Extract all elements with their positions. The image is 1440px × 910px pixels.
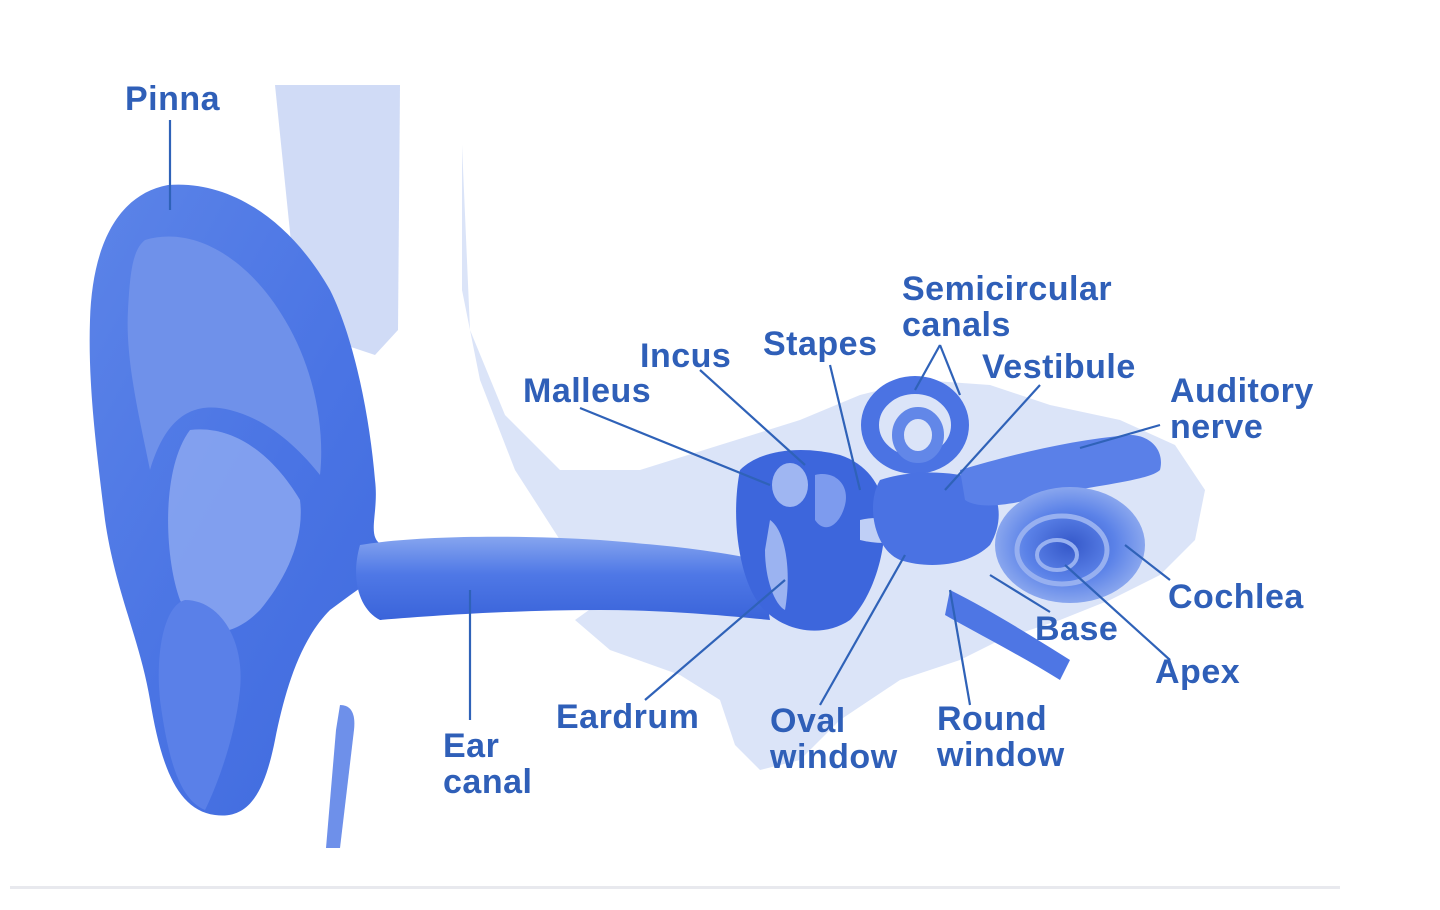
leader-semicircular-a: [914, 344, 941, 391]
label-apex: Apex: [1155, 653, 1240, 691]
label-oval-window-line1: Oval: [770, 702, 846, 740]
label-base: Base: [1035, 610, 1118, 648]
malleus-bone: [772, 463, 808, 507]
leader-cochlea: [1124, 544, 1171, 581]
leader-base: [989, 574, 1051, 613]
eardrum-shape: [765, 520, 788, 610]
label-stapes: Stapes: [763, 325, 878, 363]
leader-lines: [168, 120, 1171, 720]
label-eardrum: Eardrum: [556, 698, 699, 736]
semicircular-canal-inner: [892, 407, 944, 463]
leader-semicircular-b: [938, 344, 962, 396]
leader-apex: [1064, 564, 1171, 661]
label-round-window-line1: Round: [937, 700, 1047, 738]
label-pinna: Pinna: [125, 80, 221, 118]
label-round-window-line2: window: [936, 736, 1065, 774]
earlobe: [158, 600, 241, 810]
leader-auditory: [1079, 423, 1161, 450]
label-malleus: Malleus: [523, 372, 651, 410]
incus-bone: [815, 474, 846, 528]
label-cochlea: Cochlea: [1168, 578, 1304, 616]
leader-malleus: [579, 406, 771, 487]
auditory-nerve-shape: [960, 435, 1161, 506]
labels: Pinna Semicircular canals Incus Stapes V…: [125, 80, 1314, 801]
pinna-inner-fold: [127, 236, 322, 475]
leader-oval-window: [819, 554, 906, 706]
ear-canal-shape: [356, 536, 770, 620]
leader-eardrum: [644, 579, 786, 701]
neck-strip: [326, 705, 355, 848]
label-auditory-nerve-line2: nerve: [1170, 408, 1263, 446]
label-ear-canal-line2: canal: [443, 763, 532, 801]
label-incus: Incus: [640, 337, 731, 375]
bottom-divider: [10, 886, 1340, 889]
label-auditory-nerve-line1: Auditory: [1170, 372, 1314, 410]
label-vestibule: Vestibule: [982, 348, 1136, 386]
cochlea-turn: [1014, 513, 1110, 587]
leader-round-window: [948, 589, 972, 706]
eustachian-tube: [945, 590, 1070, 680]
label-semicircular-canals-line1: Semicircular: [902, 270, 1112, 308]
leader-stapes: [828, 364, 862, 491]
label-oval-window-line2: window: [769, 738, 898, 776]
leader-vestibule: [944, 384, 1041, 491]
cochlea-apex-turn: [1035, 538, 1079, 572]
label-ear-canal-line1: Ear: [443, 727, 499, 765]
semicircular-canal-outer: [861, 376, 969, 474]
leader-incus: [699, 369, 806, 466]
pinna-concha: [168, 429, 301, 632]
label-semicircular-canals-line2: canals: [902, 306, 1011, 344]
